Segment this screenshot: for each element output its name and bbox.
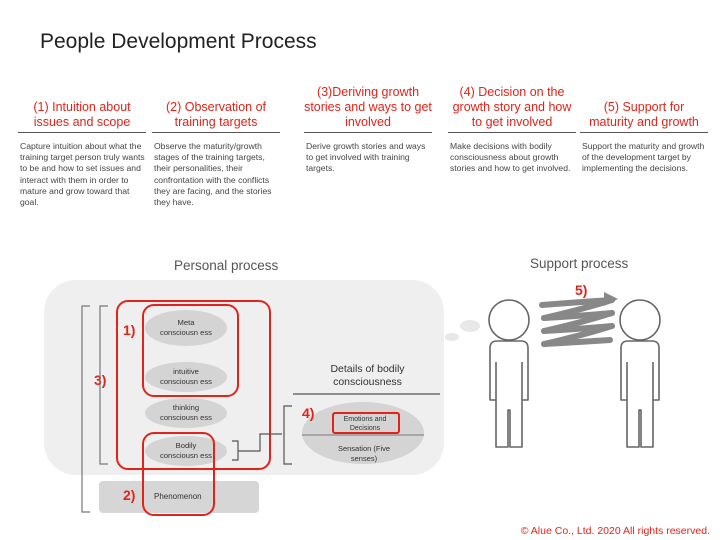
thought-bubble-small bbox=[445, 333, 459, 341]
step-1-description: Capture intuition about what the trainin… bbox=[20, 141, 145, 208]
step-4-description: Make decisions with bodily consciousness… bbox=[450, 141, 571, 174]
meta-consciousness-oval: Meta consciousn ess bbox=[145, 310, 227, 346]
intuitive-consciousness-oval: intuitive consciousn ess bbox=[145, 362, 227, 392]
step-5-heading: (5) Support for maturity and growth bbox=[580, 82, 708, 133]
page-title: People Development Process bbox=[40, 30, 317, 53]
step-4: (4) Decision on the growth story and how… bbox=[448, 82, 576, 175]
step-2: (2) Observation of training targets Obse… bbox=[152, 82, 280, 208]
step-5: (5) Support for maturity and growth Supp… bbox=[580, 82, 708, 175]
observation-highlight-box bbox=[142, 432, 215, 516]
step-3-heading: (3)Deriving growth stories and ways to g… bbox=[304, 82, 432, 133]
marker-1: 1) bbox=[123, 322, 136, 338]
left-bracket bbox=[81, 305, 90, 513]
process-bracket bbox=[99, 305, 108, 465]
step-4-heading: (4) Decision on the growth story and how… bbox=[448, 82, 576, 133]
support-spring-icon bbox=[539, 297, 615, 347]
phenomenon-label: Phenomenon bbox=[154, 492, 202, 501]
step-1: (1) Intuition about issues and scope Cap… bbox=[18, 82, 146, 208]
details-title: Details of bodily consciousness bbox=[330, 363, 405, 388]
step-3-description: Derive growth stories and ways to get in… bbox=[306, 141, 426, 174]
step-5-description: Support the maturity and growth of the d… bbox=[582, 141, 705, 174]
person-left-icon bbox=[488, 299, 530, 448]
thought-bubble-large bbox=[460, 320, 480, 332]
copyright: © Alue Co., Ltd. 2020 All rights reserve… bbox=[520, 525, 710, 537]
spring-arrow-icon bbox=[604, 292, 618, 306]
details-bracket bbox=[283, 405, 292, 465]
personal-process-title: Personal process bbox=[174, 258, 279, 273]
bodily-bracket bbox=[232, 440, 239, 461]
sensation-label: Sensation (Five senses) bbox=[337, 444, 391, 463]
process-highlight-box bbox=[116, 300, 271, 470]
step-3: (3)Deriving growth stories and ways to g… bbox=[304, 82, 432, 175]
step-1-heading: (1) Intuition about issues and scope bbox=[18, 82, 146, 133]
step-2-description: Observe the maturity/growth stages of th… bbox=[154, 141, 272, 208]
details-connector bbox=[238, 433, 282, 452]
intuition-highlight-box bbox=[142, 304, 239, 397]
emotions-highlight-box bbox=[332, 412, 400, 434]
phenomenon-bar bbox=[99, 481, 259, 513]
person-right-icon bbox=[619, 299, 661, 448]
thinking-consciousness-oval: thinking consciousn ess bbox=[145, 398, 227, 428]
marker-2: 2) bbox=[123, 487, 136, 503]
emotions-decisions-label: Emotions and Decisions bbox=[343, 416, 387, 432]
step-2-heading: (2) Observation of training targets bbox=[152, 82, 280, 133]
support-process-title: Support process bbox=[530, 256, 629, 271]
marker-4: 4) bbox=[302, 405, 315, 421]
marker-5: 5) bbox=[575, 282, 588, 298]
